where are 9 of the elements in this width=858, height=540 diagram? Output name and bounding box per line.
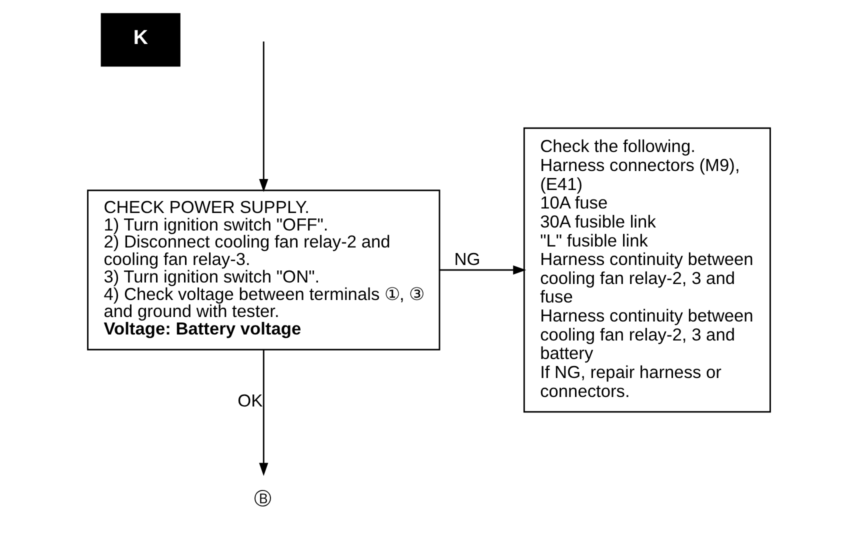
node-box: Check the following. Harness connectors (M9), (E41) 10A fuse 30A fusible link "L" fusible link Harness continuity between cooling fan relay-2, 3 and fuse Harness continuity between cooling fan relay-2, 3 and battery If NG, repair harness or connectors.	[523, 127, 771, 413]
arrow	[259, 350, 268, 476]
label: K	[133, 26, 148, 49]
node-box: CHECK POWER SUPPLY. 1) Turn ignition switch "OFF". 2) Disconnect cooling fan relay-2 and cooling fan relay-3. 3) Turn ignition switch "ON". 4) Check voltage between terminals ①, ③ and ground with tester. Voltage: Battery voltage	[87, 190, 440, 350]
edge-label: OK	[238, 390, 263, 411]
arrow	[440, 265, 526, 275]
node-text: Ⓑ	[254, 488, 272, 509]
edge-label: NG	[454, 249, 480, 270]
arrow	[259, 41, 268, 192]
